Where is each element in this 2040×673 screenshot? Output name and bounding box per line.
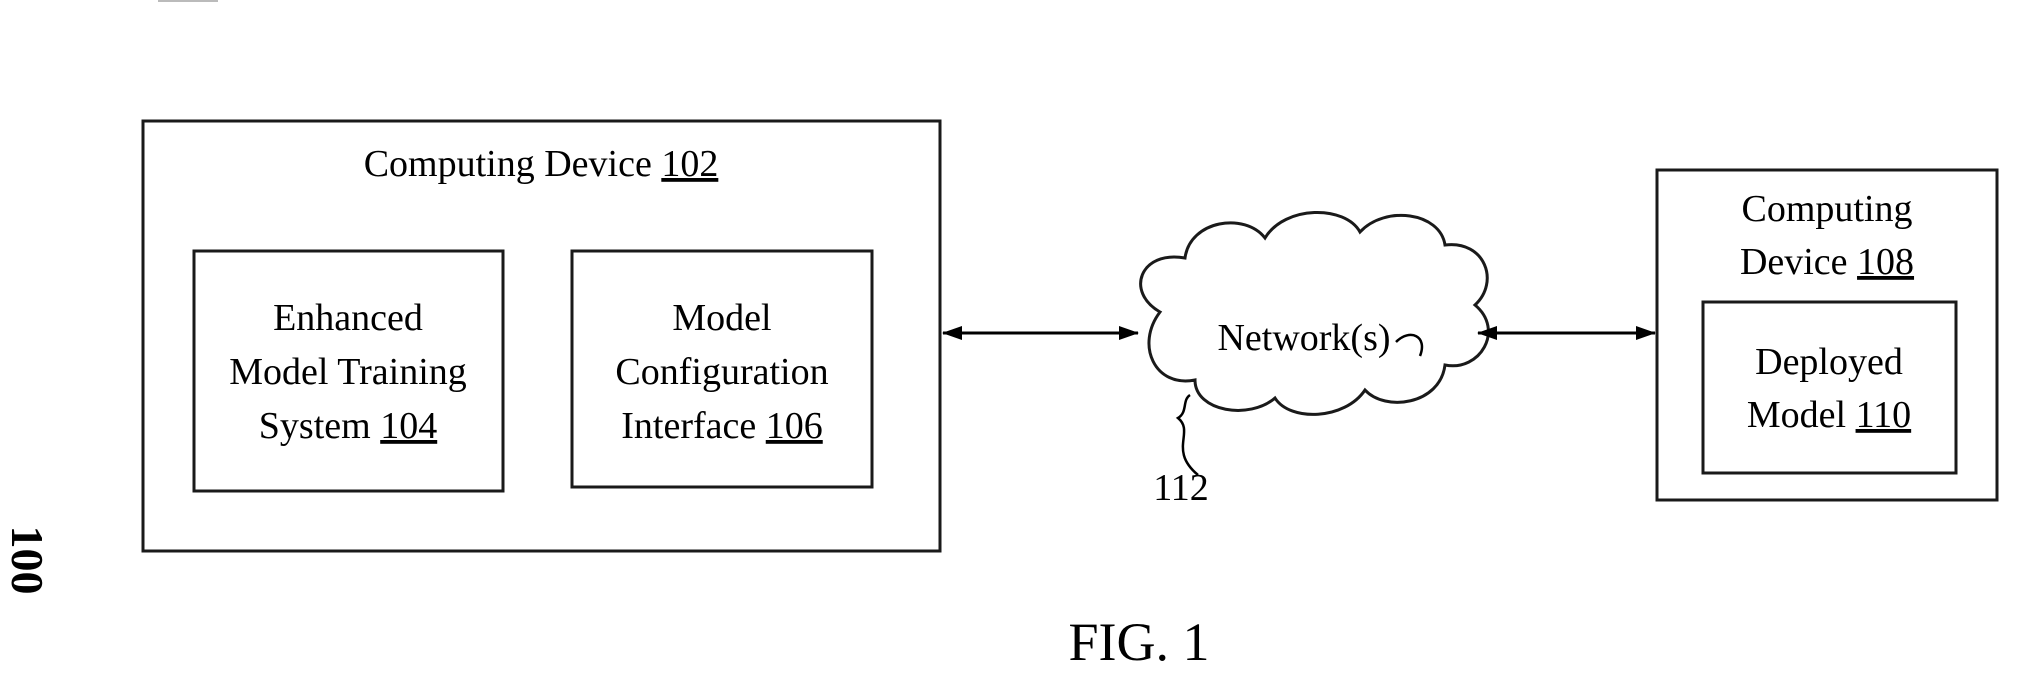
figure-caption: FIG. 1 [1068,612,1209,672]
device-102-title: Computing Device 102 [364,143,719,185]
model-110-line2: Model 110 [1747,394,1911,436]
system-104-line3: System 104 [259,405,437,447]
device-108-line2: Device 108 [1740,241,1914,283]
network-ref: 112 [1153,467,1209,509]
system-104-line3-text: System [259,405,371,447]
interface-106-line3: Interface 106 [621,405,823,447]
deployed-model-110: Deployed Model 110 [1703,302,1956,473]
enhanced-model-training-system-104: Enhanced Model Training System 104 [194,251,503,491]
cloud-shape [1141,212,1489,414]
interface-106-line1: Model [672,297,771,339]
device-102-title-text: Computing Device [364,143,652,185]
interface-106-line3-text: Interface [621,405,756,447]
network-cloud: Network(s) 112 [1141,212,1489,509]
device-108-line1: Computing [1741,188,1912,230]
margin-stamp [158,0,218,2]
computing-device-108: Computing Device 108 Deployed Model 110 [1657,170,1997,500]
device-108-ref: 108 [1857,241,1914,283]
computing-device-102: Computing Device 102 Enhanced Model Trai… [143,121,940,551]
model-110-line1: Deployed [1755,341,1903,383]
network-label: Network(s) [1217,317,1390,359]
model-110-ref: 110 [1856,394,1912,436]
network-ref-leader [1178,395,1198,475]
system-104-line2: Model Training [229,351,467,393]
interface-106-line2: Configuration [615,351,828,393]
device-102-ref: 102 [661,143,718,185]
device-108-line2-text: Device [1740,241,1848,283]
system-104-line1: Enhanced [273,297,423,339]
interface-106-ref: 106 [766,405,823,447]
model-configuration-interface-106: Model Configuration Interface 106 [572,251,872,487]
margin-page-label: 100 [2,526,53,595]
system-104-ref: 104 [380,405,437,447]
model-110-line2-text: Model [1747,394,1846,436]
